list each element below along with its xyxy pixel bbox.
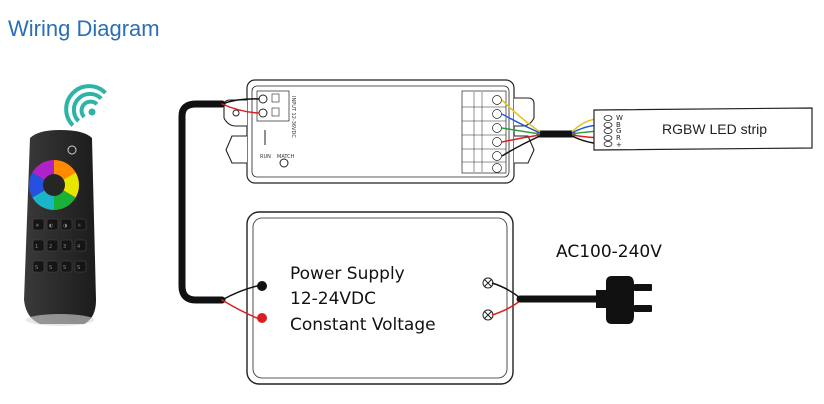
svg-text:2: 2 [49,244,52,250]
led-strip: W B G R + RGBW LED strip [593,107,813,151]
dc-positive-terminal [257,313,267,323]
dc-negative-terminal [257,281,267,291]
svg-text:S: S [63,265,66,271]
pin-plus: + [616,141,622,149]
svg-text:S: S [35,265,38,271]
wifi-signal-icon [64,84,107,127]
ac-cable [491,282,602,316]
led-strip-label: RGBW LED strip [662,121,767,137]
svg-text:3: 3 [63,244,66,250]
pin-b: B [616,121,621,129]
diagram-title: Wiring Diagram [8,16,160,41]
run-label: RUN [260,154,271,160]
color-wheel-icon [29,160,79,210]
ac-plug-icon [596,276,652,324]
rgb-remote-icon: ☀ ◐ ◑ ☼ 1 2 3 4 S S S S [24,130,96,326]
svg-text:◑: ◑ [63,223,68,229]
power-supply-line1: Power Supply [290,264,405,284]
pin-g: G [616,127,621,135]
power-supply-line3: Constant Voltage [290,315,436,335]
svg-text:S: S [77,265,80,271]
rgbw-cable [501,99,607,157]
svg-text:☀: ☀ [35,223,39,229]
dc-cable [178,98,260,319]
svg-text:S: S [49,265,52,271]
ac-terminals [482,277,494,321]
svg-text:1: 1 [35,244,38,250]
svg-text:☼: ☼ [77,223,81,229]
match-label: MATCH [277,154,295,160]
pin-w: W [616,114,623,122]
ac-voltage-label: AC100-240V [556,242,662,262]
svg-text:◐: ◐ [49,223,53,229]
controller-box: INPUT 12-36VDC RUN MATCH [223,79,535,184]
input-label: INPUT 12-36VDC [290,96,296,138]
svg-text:4: 4 [77,244,80,250]
pin-r: R [616,134,621,142]
power-supply-line2: 12-24VDC [290,289,376,309]
power-supply-box: Power Supply 12-24VDC Constant Voltage [246,211,514,385]
